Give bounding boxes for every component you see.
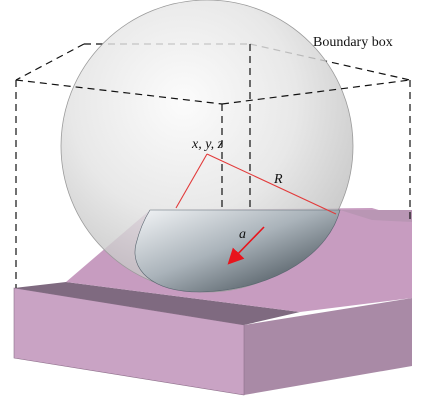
radius-label: R (273, 172, 283, 187)
direction-arrow (227, 226, 265, 265)
boundary-box-front-edges (15, 44, 411, 288)
groove-strip (14, 282, 300, 325)
center-label: x, y, z (191, 137, 224, 152)
boundary-box-label: Boundary box (313, 35, 393, 50)
direction-label: a (239, 227, 246, 242)
workpiece-side-face (244, 298, 412, 395)
radius-lines (175, 153, 337, 215)
workpiece-top-face (340, 210, 412, 222)
